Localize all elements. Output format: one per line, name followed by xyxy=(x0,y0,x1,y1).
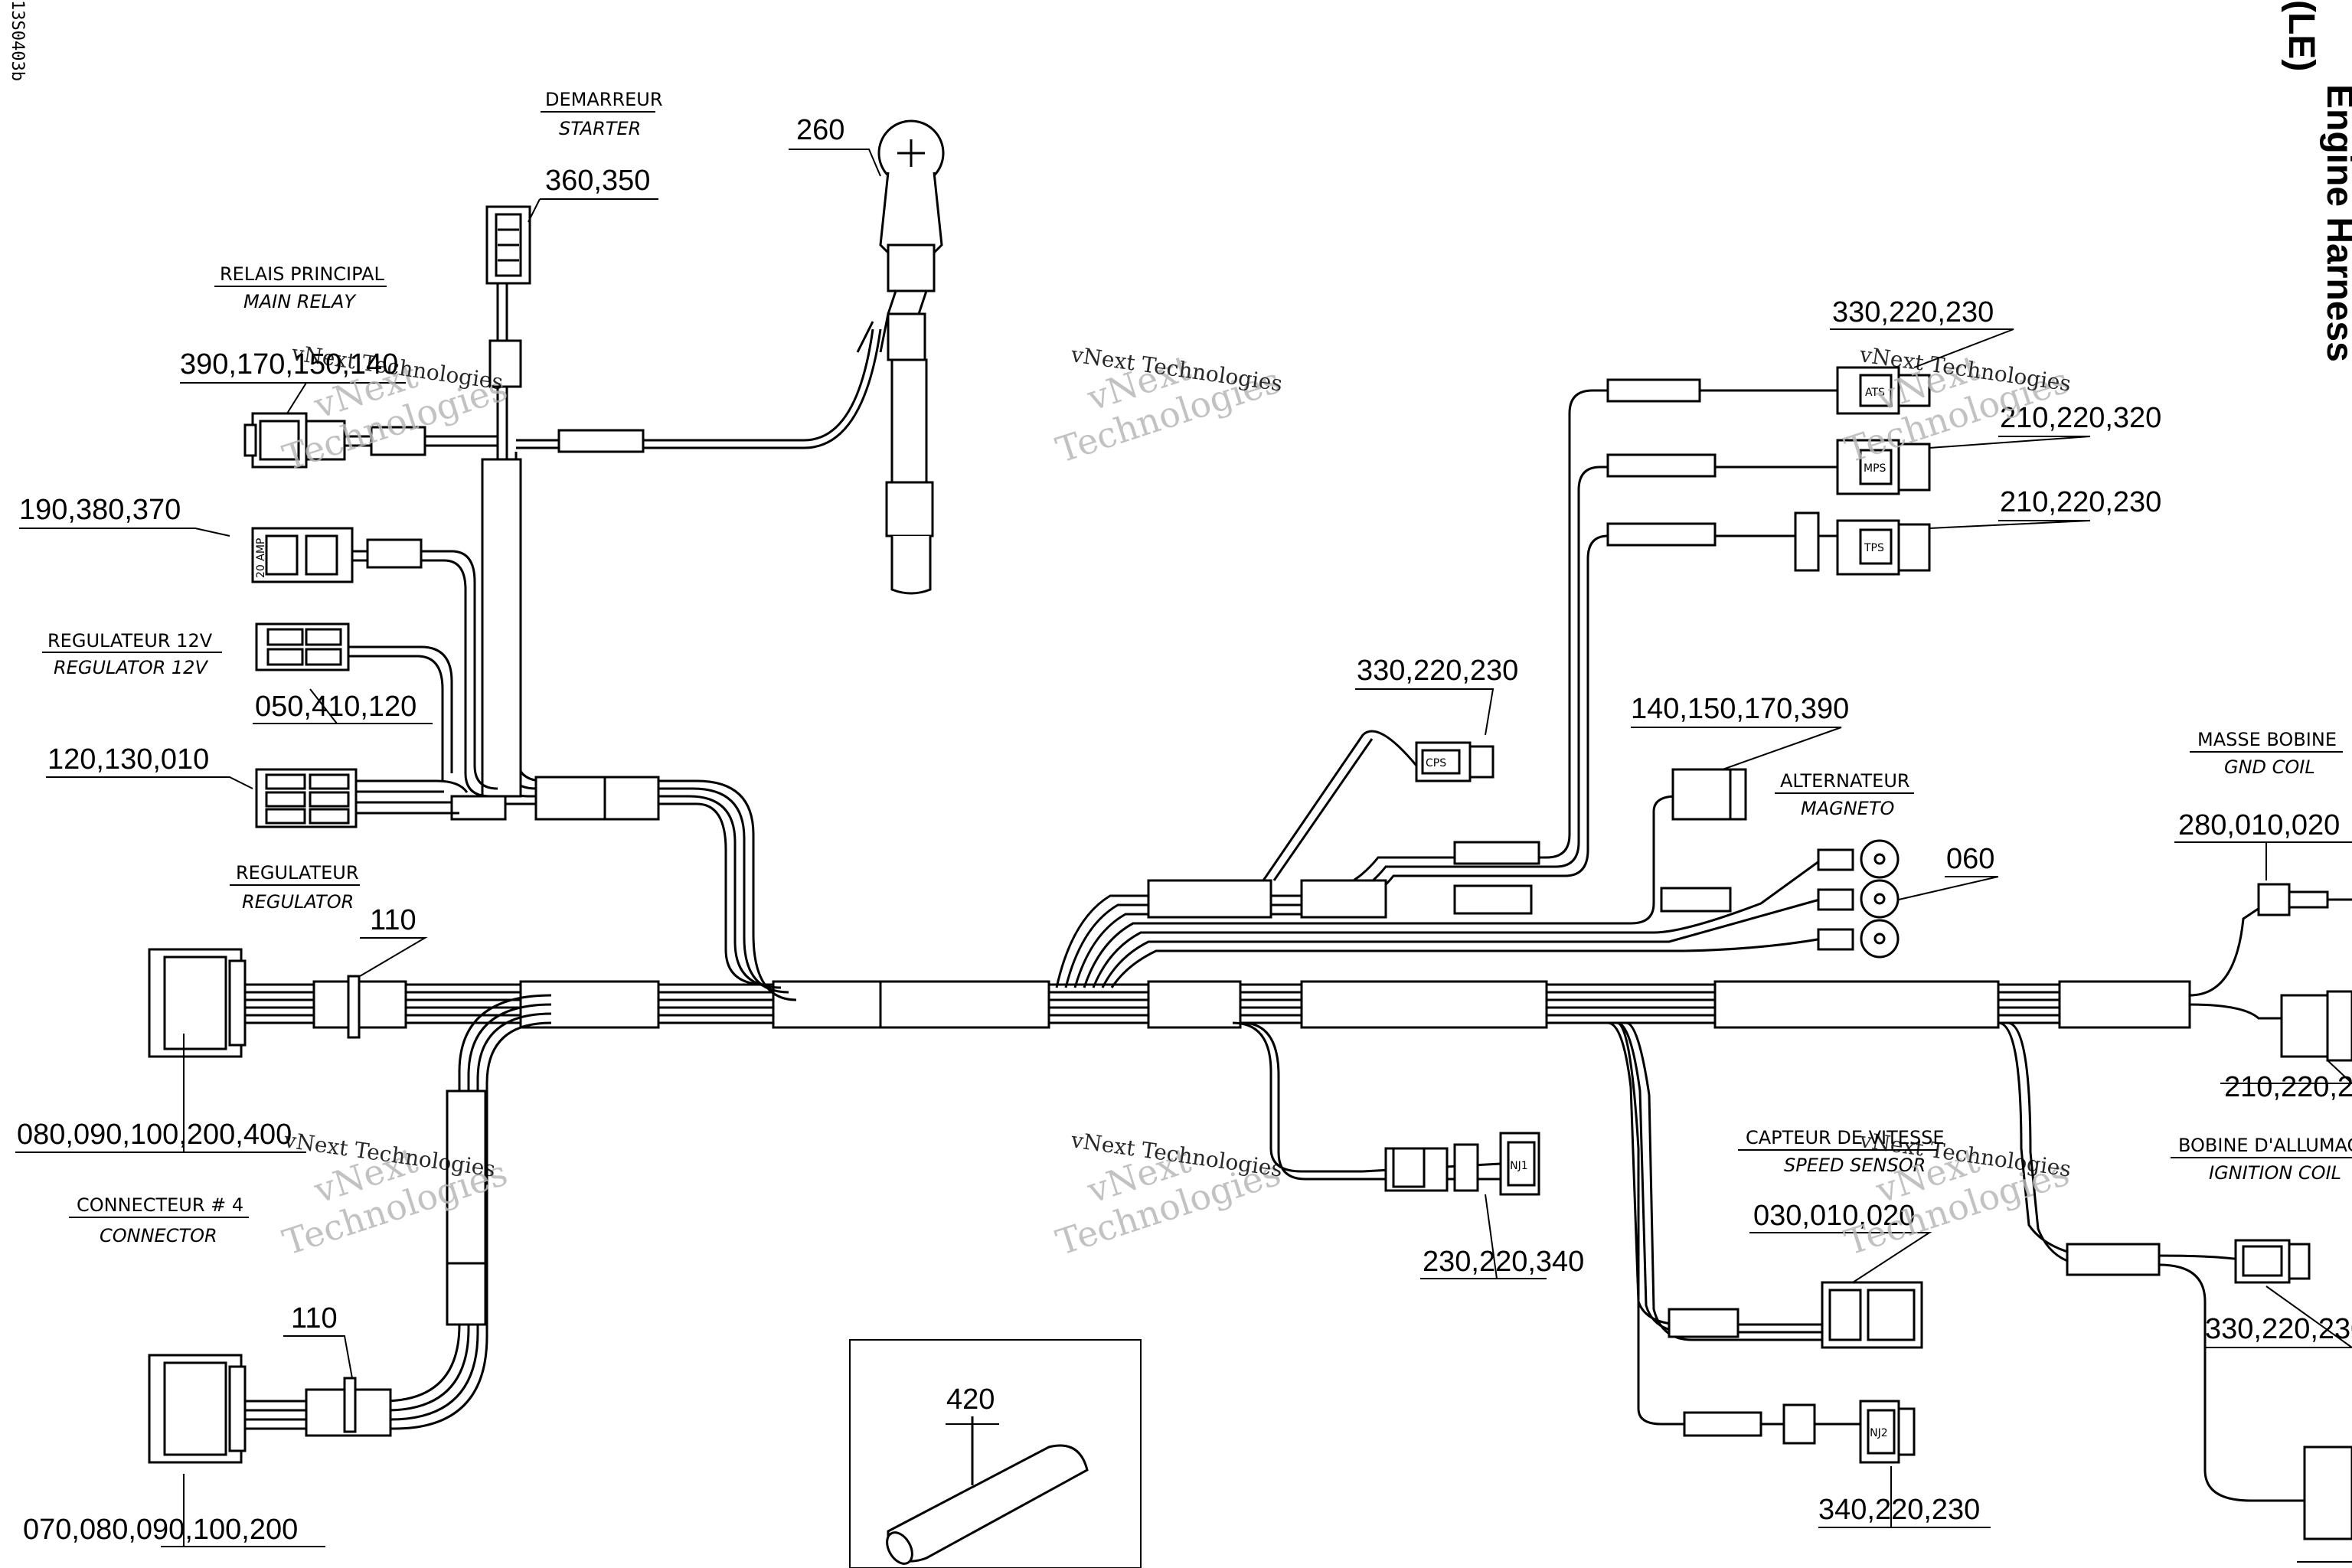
regulator-label-en: REGULATOR xyxy=(242,891,354,913)
sensor-tps: TPS xyxy=(1836,519,1931,576)
callout-210-220-230: 210,220,230 xyxy=(2000,486,2161,518)
callout-080-090-100-200-400: 080,090,100,200,400 xyxy=(17,1119,292,1151)
starter-label-fr: DEMARREUR xyxy=(545,89,663,110)
callout-190-380-370: 190,380,370 xyxy=(19,494,181,526)
speed-sensor-label-en: SPEED SENSOR xyxy=(1784,1155,1926,1176)
callouts: 260 360,350 390,170,150,140 190,380,370 … xyxy=(17,114,2352,1546)
lower-right-connector xyxy=(2303,1446,2352,1540)
starter-connector xyxy=(485,205,531,329)
component-labels: DEMARREUR STARTER RELAIS PRINCIPAL MAIN … xyxy=(42,89,2352,1246)
callout-050-410-120: 050,410,120 xyxy=(255,691,416,723)
injector-2-connector: INJ2 xyxy=(1782,1400,1916,1464)
detail-box-420 xyxy=(849,1339,1142,1568)
upper-right-branch xyxy=(1055,378,1838,988)
regulator-12v-label-en: REGULATOR 12V xyxy=(54,657,208,678)
callout-070-080-090-100-200: 070,080,090,100,200 xyxy=(23,1514,298,1546)
connector-4-upper xyxy=(148,948,361,1058)
injector-1-connector: INJ1 xyxy=(1392,1132,1540,1196)
lower-left-branch xyxy=(230,994,552,1437)
regulator-12v-connector xyxy=(255,622,350,671)
regulator-12v-label-fr: REGULATEUR 12V xyxy=(47,630,213,652)
regulator-connector xyxy=(255,768,358,828)
main-relay-label-en: MAIN RELAY xyxy=(243,291,357,312)
callout-030-010-020: 030,010,020 xyxy=(1753,1200,1915,1232)
upper-left-branch xyxy=(306,328,882,1001)
sensor-mps: MPS xyxy=(1836,439,1931,495)
callout-140-150-170-390: 140,150,170,390 xyxy=(1631,693,1849,725)
magneto-connector xyxy=(1671,768,1747,821)
leader-lines xyxy=(15,149,2352,1563)
callout-390-170-150-140: 390,170,150,140 xyxy=(180,348,398,381)
callout-280-010-020: 280,010,020 xyxy=(2178,809,2340,841)
ignition-coil-connector xyxy=(2234,1239,2311,1284)
callout-210-220-250: 210,220,250 xyxy=(2224,1071,2352,1103)
connector-label-en: CONNECTOR xyxy=(100,1225,217,1246)
callout-330-220-230-c: 330,220,230 xyxy=(2205,1313,2352,1345)
callout-340-220-230: 340,220,230 xyxy=(1818,1494,1980,1526)
callout-210-220-320: 210,220,320 xyxy=(2000,402,2161,434)
trunk-sleeves xyxy=(312,980,2191,1029)
ats-mark: ATS xyxy=(1865,387,1885,399)
callout-230-220-340: 230,220,340 xyxy=(1423,1246,1584,1278)
sensor-ats: ATS xyxy=(1836,366,1931,415)
fuse-holder: 20 AMP xyxy=(251,527,354,583)
callout-330-220-230-b: 330,220,230 xyxy=(1357,655,1518,687)
ignition-coil-label-en: IGNITION COIL xyxy=(2209,1162,2341,1184)
harness-wiring xyxy=(230,328,2305,1502)
alternator-label-fr: ALTERNATEUR xyxy=(1780,770,1910,792)
starter-cable-terminal xyxy=(856,119,945,595)
callout-260: 260 xyxy=(796,114,844,146)
connector-4-lower xyxy=(148,1354,357,1464)
ground-coil-label-fr: MASSE BOBINE xyxy=(2197,729,2337,750)
callout-420: 420 xyxy=(946,1383,995,1416)
title-line1: Engine Harness xyxy=(2319,84,2352,362)
speed-sensor-label-fr: CAPTEUR DE VITESSE xyxy=(1746,1127,1945,1148)
sensor-cps: CPS xyxy=(1415,741,1494,782)
speed-sensor-connector xyxy=(1821,1281,1923,1349)
callout-060: 060 xyxy=(1946,843,1994,875)
title-line2: (LE) xyxy=(2281,0,2321,71)
ignition-coil-label-fr: BOBINE D'ALLUMAGE xyxy=(2178,1135,2352,1156)
mps-mark: MPS xyxy=(1864,462,1886,475)
callout-120-130-010: 120,130,010 xyxy=(47,743,209,776)
callout-330-220-230-a: 330,220,230 xyxy=(1832,296,1994,328)
tps-mark: TPS xyxy=(1864,542,1884,554)
main-relay-label-fr: RELAIS PRINCIPAL xyxy=(220,263,384,285)
regulator-label-fr: REGULATEUR xyxy=(236,862,359,884)
main-relay-connector xyxy=(243,412,346,469)
callout-360-350: 360,350 xyxy=(545,165,650,197)
diagram-title: Engine Harness (LE) xyxy=(2281,0,2352,362)
connector-label-fr: CONNECTEUR # 4 xyxy=(77,1194,243,1216)
ground-coil-terminal xyxy=(2257,883,2352,916)
doc-reference: 13S0403b xyxy=(8,0,27,81)
callout-110-upper: 110 xyxy=(370,904,416,936)
ignition-sensor-connector xyxy=(2280,990,2352,1062)
cps-mark: CPS xyxy=(1426,757,1446,769)
connectors: 20 AMP xyxy=(148,119,2352,1540)
alternator-label-en: MAGNETO xyxy=(1801,798,1894,819)
starter-label-en: STARTER xyxy=(559,118,641,139)
callout-110-lower: 110 xyxy=(291,1302,338,1334)
inj1-mark: INJ1 xyxy=(1507,1160,1528,1172)
ground-coil-label-en: GND COIL xyxy=(2224,756,2315,778)
fuse-rating-label: 20 AMP xyxy=(255,538,267,578)
ground-terminals xyxy=(1817,839,1900,959)
inj2-mark: INJ2 xyxy=(1867,1427,1888,1439)
